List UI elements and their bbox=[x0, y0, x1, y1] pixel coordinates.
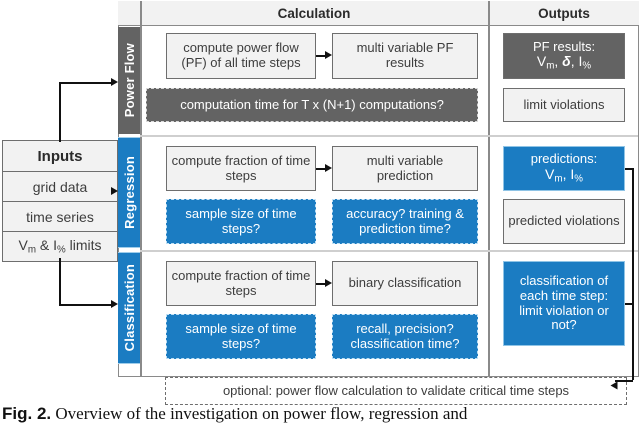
conn-merge-vertical bbox=[632, 168, 634, 380]
reg-output-predictions[interactable]: predictions: Vm, I% bbox=[503, 146, 625, 191]
reg-arrow-line bbox=[316, 168, 326, 170]
pf-output-results-line2: Vm, δ, I% bbox=[536, 53, 592, 72]
reg-question-sample-size[interactable]: sample size of time steps? bbox=[166, 199, 316, 244]
inputs-item-grid-data[interactable]: grid data bbox=[2, 171, 118, 202]
divider-row-2 bbox=[140, 250, 638, 252]
figure-caption-text: Overview of the investigation on power f… bbox=[55, 404, 468, 423]
pf-step-compute-power-flow[interactable]: compute power flow (PF) of all time step… bbox=[166, 33, 316, 79]
figure-caption-label: Fig. 2. bbox=[2, 404, 52, 423]
conn-cls-right bbox=[625, 303, 634, 305]
conn-optional-arrowhead bbox=[610, 381, 618, 390]
reg-output-predictions-line2: Vm, I% bbox=[545, 165, 583, 184]
conn-inputs-pf-horizontal bbox=[59, 82, 113, 84]
pf-output-results[interactable]: PF results: Vm, δ, I% bbox=[503, 33, 625, 79]
row-label-classification: Classification bbox=[118, 252, 140, 364]
pf-step-multi-variable-results[interactable]: multi variable PF results bbox=[332, 33, 478, 79]
pf-output-limit-violations[interactable]: limit violations bbox=[503, 88, 625, 122]
conn-pred-right bbox=[625, 168, 634, 170]
divider-calc-outputs bbox=[488, 1, 490, 376]
reg-question-accuracy-time[interactable]: accuracy? training & prediction time? bbox=[332, 199, 478, 244]
header-band bbox=[118, 1, 639, 26]
cls-arrow-head bbox=[325, 279, 332, 287]
conn-inputs-pf-vertical bbox=[59, 82, 61, 142]
row-label-classification-text: Classification bbox=[121, 264, 137, 352]
column-header-outputs: Outputs bbox=[538, 5, 590, 21]
pf-question-computation-time[interactable]: computation time for T x (N+1) computati… bbox=[146, 88, 478, 122]
reg-step-multi-variable-prediction[interactable]: multi variable prediction bbox=[332, 146, 478, 191]
cls-question-sample-size[interactable]: sample size of time steps? bbox=[166, 314, 316, 359]
conn-inputs-cls-horizontal bbox=[59, 304, 113, 306]
conn-inputs-reg-arrowhead bbox=[111, 187, 118, 195]
reg-arrow-head bbox=[325, 164, 332, 172]
pf-output-results-line1: PF results: bbox=[532, 38, 596, 54]
cls-arrow-line bbox=[316, 283, 326, 285]
optional-validation-bar[interactable]: optional: power flow calculation to vali… bbox=[165, 377, 627, 405]
divider-row-1 bbox=[140, 135, 638, 137]
inputs-title: Inputs bbox=[2, 140, 118, 172]
cls-step-compute-fraction[interactable]: compute fraction of time steps bbox=[166, 261, 316, 306]
row-label-regression: Regression bbox=[118, 137, 140, 248]
divider-label-calc bbox=[140, 1, 142, 376]
reg-step-compute-fraction[interactable]: compute fraction of time steps bbox=[166, 146, 316, 191]
cls-output-classification[interactable]: classification of each time step: limit … bbox=[503, 261, 625, 346]
cls-question-recall-precision[interactable]: recall, precision? classification time? bbox=[332, 314, 478, 359]
figure-caption: Fig. 2. Overview of the investigation on… bbox=[2, 404, 638, 424]
cls-step-binary-classification[interactable]: binary classification bbox=[332, 261, 478, 306]
row-label-power-flow-text: Power Flow bbox=[121, 43, 137, 118]
reg-output-predictions-line1: predictions: bbox=[530, 151, 598, 167]
row-label-regression-text: Regression bbox=[121, 156, 137, 229]
conn-inputs-cls-arrowhead bbox=[111, 300, 118, 308]
pf-arrow-head bbox=[325, 51, 332, 59]
inputs-item-time-series[interactable]: time series bbox=[2, 201, 118, 232]
column-header-calculation: Calculation bbox=[277, 5, 351, 21]
pf-arrow-line bbox=[316, 55, 326, 57]
conn-inputs-cls-vertical bbox=[59, 258, 61, 305]
reg-output-predicted-violations[interactable]: predicted violations bbox=[503, 199, 625, 244]
conn-into-optional bbox=[615, 380, 633, 382]
inputs-panel: Inputs grid data time series Vm & I% lim… bbox=[2, 140, 118, 262]
conn-inputs-pf-arrowhead bbox=[111, 78, 118, 86]
row-label-power-flow: Power Flow bbox=[118, 27, 140, 134]
